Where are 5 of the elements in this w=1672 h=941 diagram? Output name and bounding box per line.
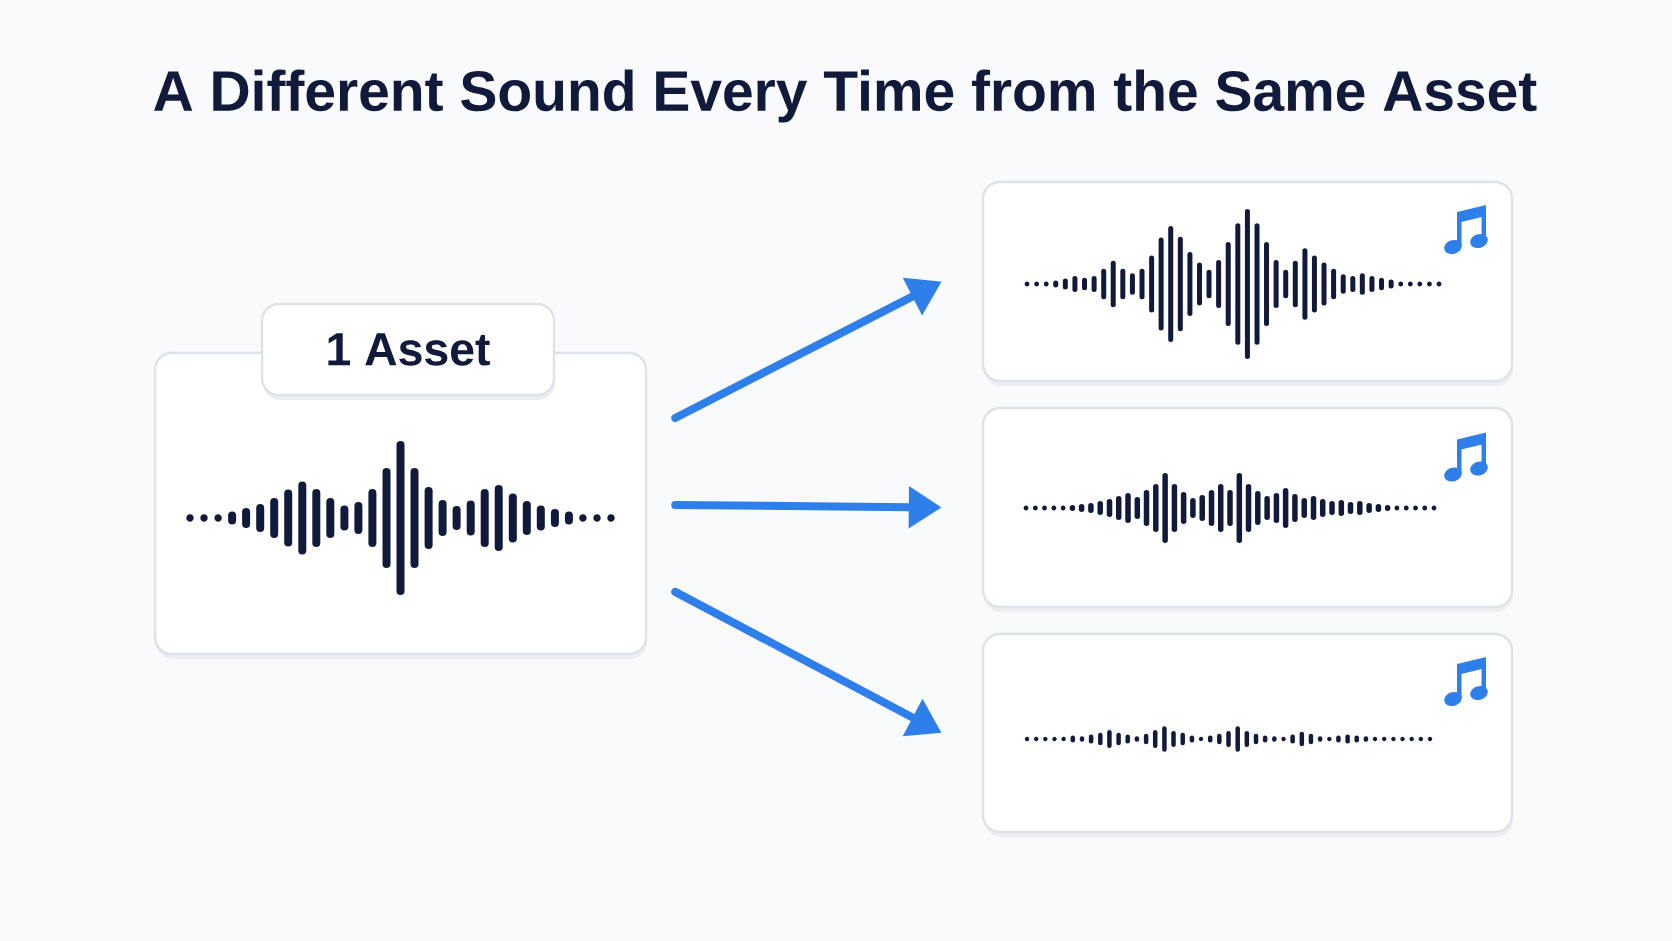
asset-label: 1 Asset — [260, 302, 556, 400]
card — [981, 632, 1514, 837]
title: A Different Sound Every Time from the Same Asset — [154, 69, 1537, 123]
card — [981, 406, 1514, 612]
card — [981, 180, 1514, 386]
